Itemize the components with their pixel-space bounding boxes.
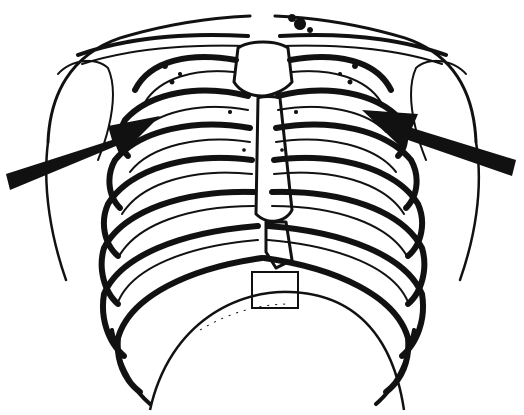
- illustration-canvas: [0, 0, 524, 415]
- pointing-arrow-icon: [0, 0, 524, 415]
